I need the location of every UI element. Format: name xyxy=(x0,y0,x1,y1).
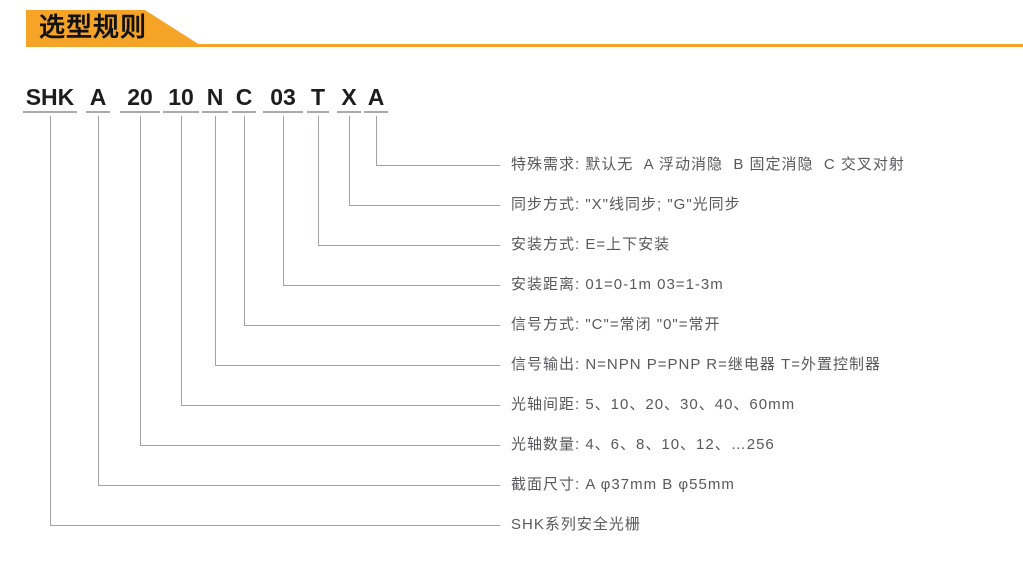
code-segment: 03 xyxy=(263,84,303,113)
connector-horizontal-line xyxy=(318,245,500,246)
segment-label: 特殊需求: 默认无 A 浮动消隐 B 固定消隐 C 交叉对射 xyxy=(511,156,905,173)
connector-horizontal-line xyxy=(215,365,500,366)
section-title-banner: 选型规则 xyxy=(26,10,203,47)
section-title: 选型规则 xyxy=(39,13,148,42)
connector-vertical-line xyxy=(376,116,377,166)
segment-label: 安装方式: E=上下安装 xyxy=(511,236,671,253)
connector-vertical-line xyxy=(244,116,245,326)
code-segment: 20 xyxy=(120,84,160,113)
code-segment: A xyxy=(364,84,388,113)
connector-vertical-line xyxy=(318,116,319,246)
segment-label: 信号方式: "C"=常闭 "0"=常开 xyxy=(511,316,721,333)
connector-horizontal-line xyxy=(244,325,500,326)
connector-vertical-line xyxy=(50,116,51,526)
code-segment: X xyxy=(337,84,361,113)
connector-horizontal-line xyxy=(50,525,500,526)
segment-label: 截面尺寸: A φ37mm B φ55mm xyxy=(511,476,735,493)
code-segment: T xyxy=(307,84,329,113)
connector-vertical-line xyxy=(283,116,284,286)
code-segment: 10 xyxy=(163,84,199,113)
segment-label: 光轴数量: 4、6、8、10、12、…256 xyxy=(511,436,775,453)
segment-label: 信号输出: N=NPN P=PNP R=继电器 T=外置控制器 xyxy=(511,356,881,373)
header-rule-line xyxy=(188,44,1023,47)
code-segment: A xyxy=(86,84,110,113)
connector-horizontal-line xyxy=(140,445,500,446)
connector-horizontal-line xyxy=(181,405,500,406)
connector-vertical-line xyxy=(98,116,99,486)
connector-horizontal-line xyxy=(283,285,500,286)
code-segment: C xyxy=(232,84,256,113)
connector-vertical-line xyxy=(215,116,216,366)
code-segment: SHK xyxy=(23,84,77,113)
code-segment: N xyxy=(202,84,228,113)
connector-horizontal-line xyxy=(349,205,500,206)
connector-horizontal-line xyxy=(376,165,500,166)
segment-label: 同步方式: "X"线同步; "G"光同步 xyxy=(511,196,741,213)
connector-vertical-line xyxy=(140,116,141,446)
connector-vertical-line xyxy=(181,116,182,406)
segment-label: 光轴间距: 5、10、20、30、40、60mm xyxy=(511,396,796,413)
segment-label: SHK系列安全光栅 xyxy=(511,516,641,533)
segment-label: 安装距离: 01=0-1m 03=1-3m xyxy=(511,276,724,293)
connector-horizontal-line xyxy=(98,485,500,486)
connector-vertical-line xyxy=(349,116,350,206)
